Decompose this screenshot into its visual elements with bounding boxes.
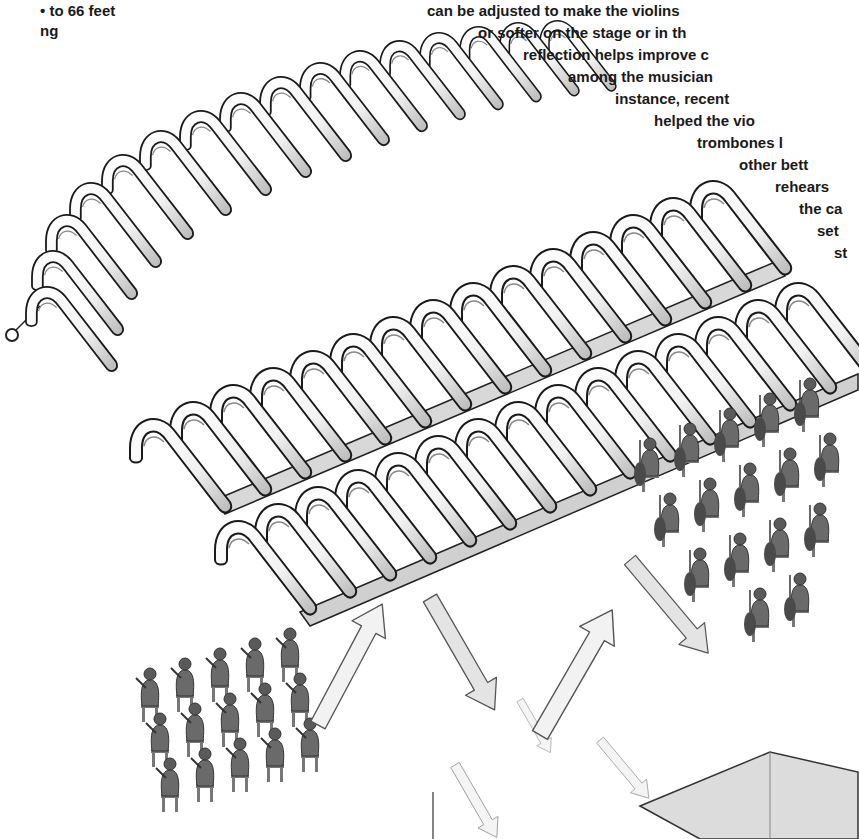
text-label: among the musician	[568, 68, 713, 86]
stage-platform	[433, 752, 858, 839]
text-label: ng	[40, 22, 58, 40]
text-label: reflection helps improve c	[523, 46, 709, 64]
text-label: helped the vio	[654, 112, 755, 130]
text-label: set	[817, 222, 839, 240]
text-label: instance, recent	[615, 90, 729, 108]
canopy-row-front	[215, 283, 859, 626]
violinists	[136, 628, 319, 812]
sound-arrows	[301, 549, 721, 839]
canopy-row-back	[26, 21, 616, 371]
text-label: other bett	[739, 156, 808, 174]
text-label: or softer on the stage or in th	[478, 24, 686, 42]
text-label: can be adjusted to make the violins	[427, 2, 680, 20]
text-label: the ca	[799, 200, 842, 218]
text-label: rehears	[775, 178, 829, 196]
text-label: st	[834, 244, 847, 262]
text-label: trombones l	[697, 134, 783, 152]
text-label: • to 66 feet	[40, 2, 115, 20]
